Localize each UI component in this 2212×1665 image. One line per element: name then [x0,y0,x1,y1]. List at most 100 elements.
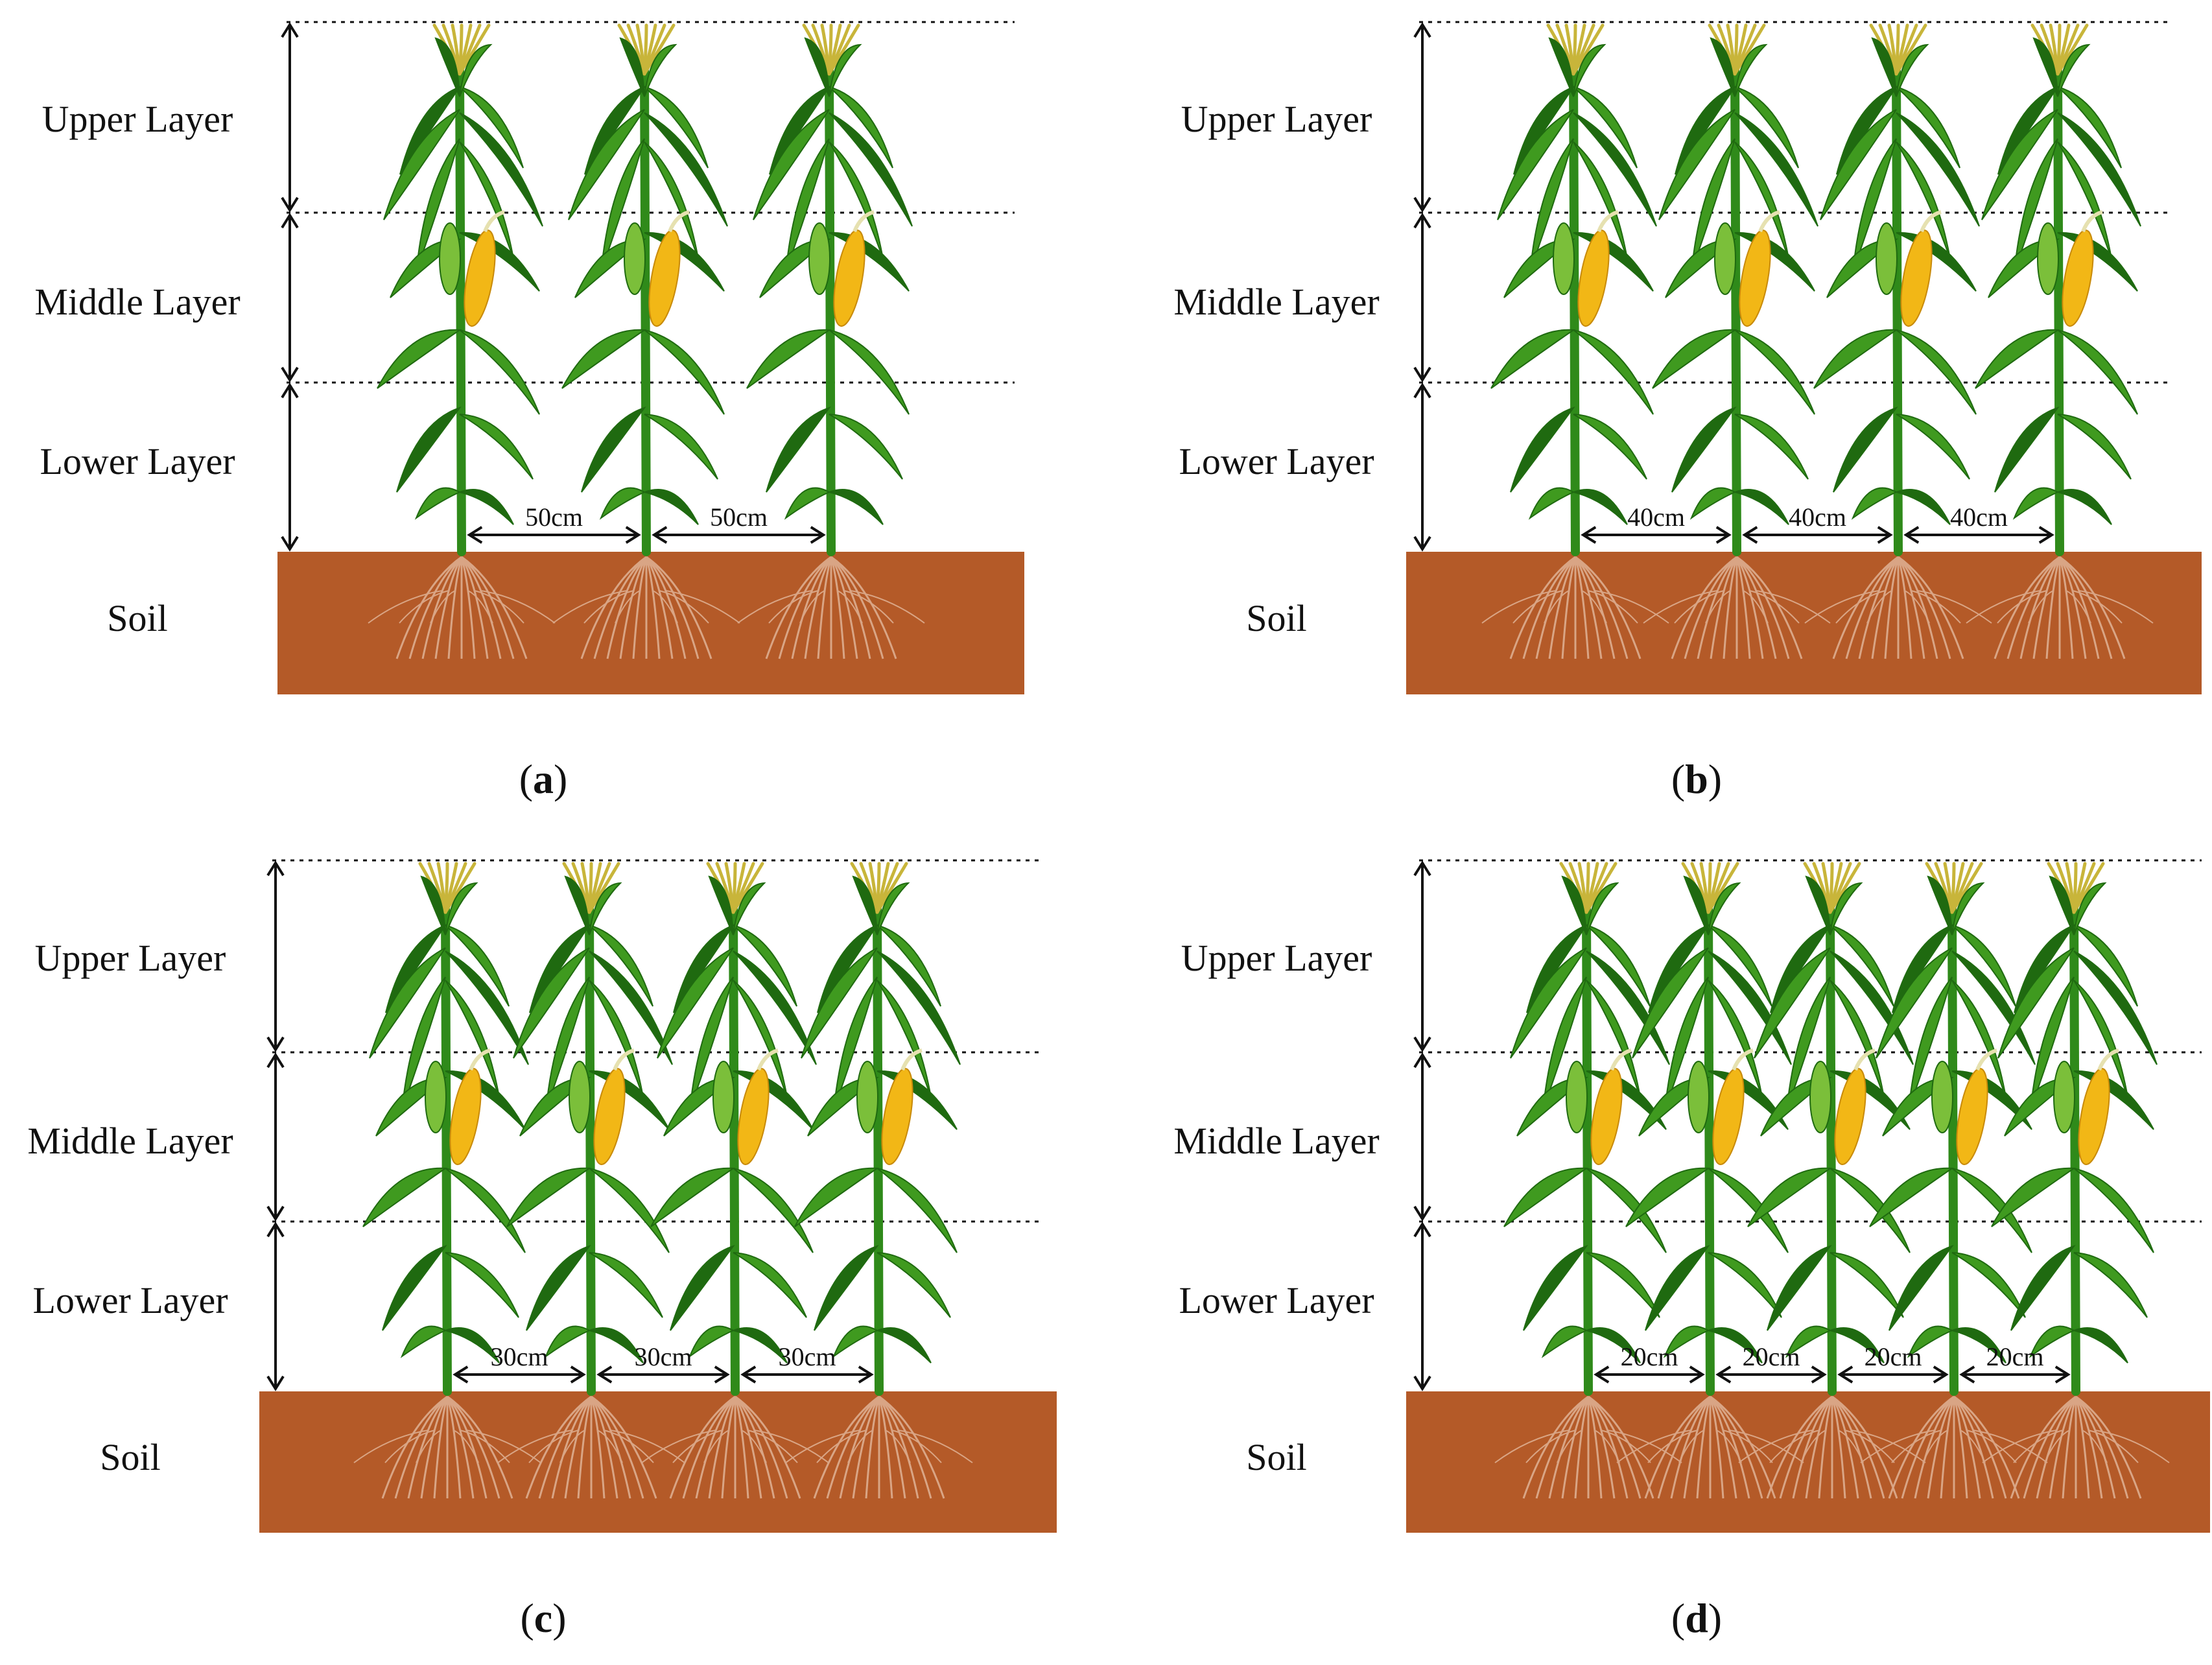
leaf-icon [733,1168,814,1253]
leaf-icon [644,43,677,97]
arrow-head-right [2054,1365,2071,1384]
root-line [1953,1396,1968,1499]
leaf-icon [443,1327,500,1364]
leaf-icon [1975,329,2060,389]
arrow-head-up [1413,383,1431,399]
leaf-icon [1951,882,1985,936]
plant-spacing-label: 30cm [779,1342,836,1371]
arrow-head-up [281,213,299,229]
leaf-icon [801,947,878,1059]
layer-height-arrow [281,22,299,213]
arrow-head-down [1413,196,1431,213]
leaf-icon [2012,487,2060,520]
plant-tassel [2030,23,2089,76]
leaf-icon [445,1168,526,1253]
leaf-icon [2057,414,2132,480]
plant-spacing-arrow: 20cm [1715,1342,1827,1384]
root-line [1738,1430,1813,1463]
leaf-icon [1988,238,2060,298]
leaf-icon [1573,112,1657,227]
husk-icon [856,1061,878,1133]
arrow-head-left [1715,1365,1732,1384]
root-line [1594,590,1669,624]
leaf-icon [2073,1168,2154,1253]
leaf-icon [1625,1167,1710,1227]
tassel-branch [1571,23,1605,76]
husk-icon [1809,1061,1831,1133]
root-line [1832,556,1899,659]
leaf-icon [877,1168,958,1253]
corn-plant [1738,862,1926,1499]
roots-icon [1860,1395,2048,1499]
root-line [1804,590,1879,624]
leaf-icon [1523,1245,1588,1331]
root-line [898,1430,973,1463]
corn-silk-icon [853,210,875,233]
soil-label: Soil [1246,597,1307,639]
plant-stalk [455,66,466,556]
root-line [1940,1396,1955,1499]
root-line [1671,556,1737,659]
root-line [615,590,641,624]
root-line [551,1396,593,1499]
root-line [768,590,819,624]
root-line [1525,1430,1576,1463]
roots-icon [552,556,740,659]
root-line [2028,590,2054,624]
arrow-head-right [1933,1365,1949,1384]
root-line [1922,1430,1948,1463]
plant-spacing-arrow: 50cm [467,502,641,544]
leaf-icon [688,1325,735,1358]
leaf-icon [1632,947,1709,1059]
root-line [1735,556,1751,659]
root-line [606,556,648,659]
root-line [2058,556,2100,659]
root-line [1994,556,2060,659]
root-line [695,1396,736,1499]
arrow-head-down [281,366,299,383]
leaf-icon [1732,489,1789,525]
arrow-head-up [1413,1052,1431,1069]
leaf-icon [1734,414,1809,480]
leaf-icon [1896,86,1960,169]
husk-icon [712,1061,735,1133]
root-line [395,556,462,659]
leaf-icon [1503,1167,1588,1227]
root-line [1743,590,1769,624]
root-line [843,590,894,624]
root-line [1705,590,1731,624]
leaf-icon [1805,875,1831,936]
root-line [1723,1430,1773,1463]
arrow-head-up [266,1052,285,1069]
root-line [1838,1430,1864,1463]
root-line [580,556,647,659]
root-line [1866,590,1892,624]
corn-plant [1982,862,2170,1499]
leaf-icon [1708,1168,1789,1253]
root-line [737,590,812,624]
plant-spacing-label: 30cm [491,1342,548,1371]
root-line [703,1430,729,1463]
leaf-icon [445,882,478,936]
leaf-icon [1951,1252,2026,1318]
root-line [1851,1430,1926,1463]
layer-height-arrow [281,213,299,383]
plant-tassel [1546,23,1605,76]
root-line [480,590,556,624]
root-line [1588,590,1638,624]
leaf-icon [445,925,510,1007]
leaf-icon [644,329,725,415]
leaf-icon [1785,1325,1832,1358]
root-line [460,556,502,659]
corn-silk-icon [1758,210,1780,233]
root-line [1601,1430,1651,1463]
corn-silk-icon [1920,210,1942,233]
leaf-icon [2073,925,2138,1007]
leaf-icon [1573,329,1654,415]
root-line [1898,556,1964,659]
leaf-icon [445,1252,519,1318]
root-line [646,556,712,659]
corn-plant [497,862,685,1499]
corn-cob-icon [1956,1068,1988,1165]
